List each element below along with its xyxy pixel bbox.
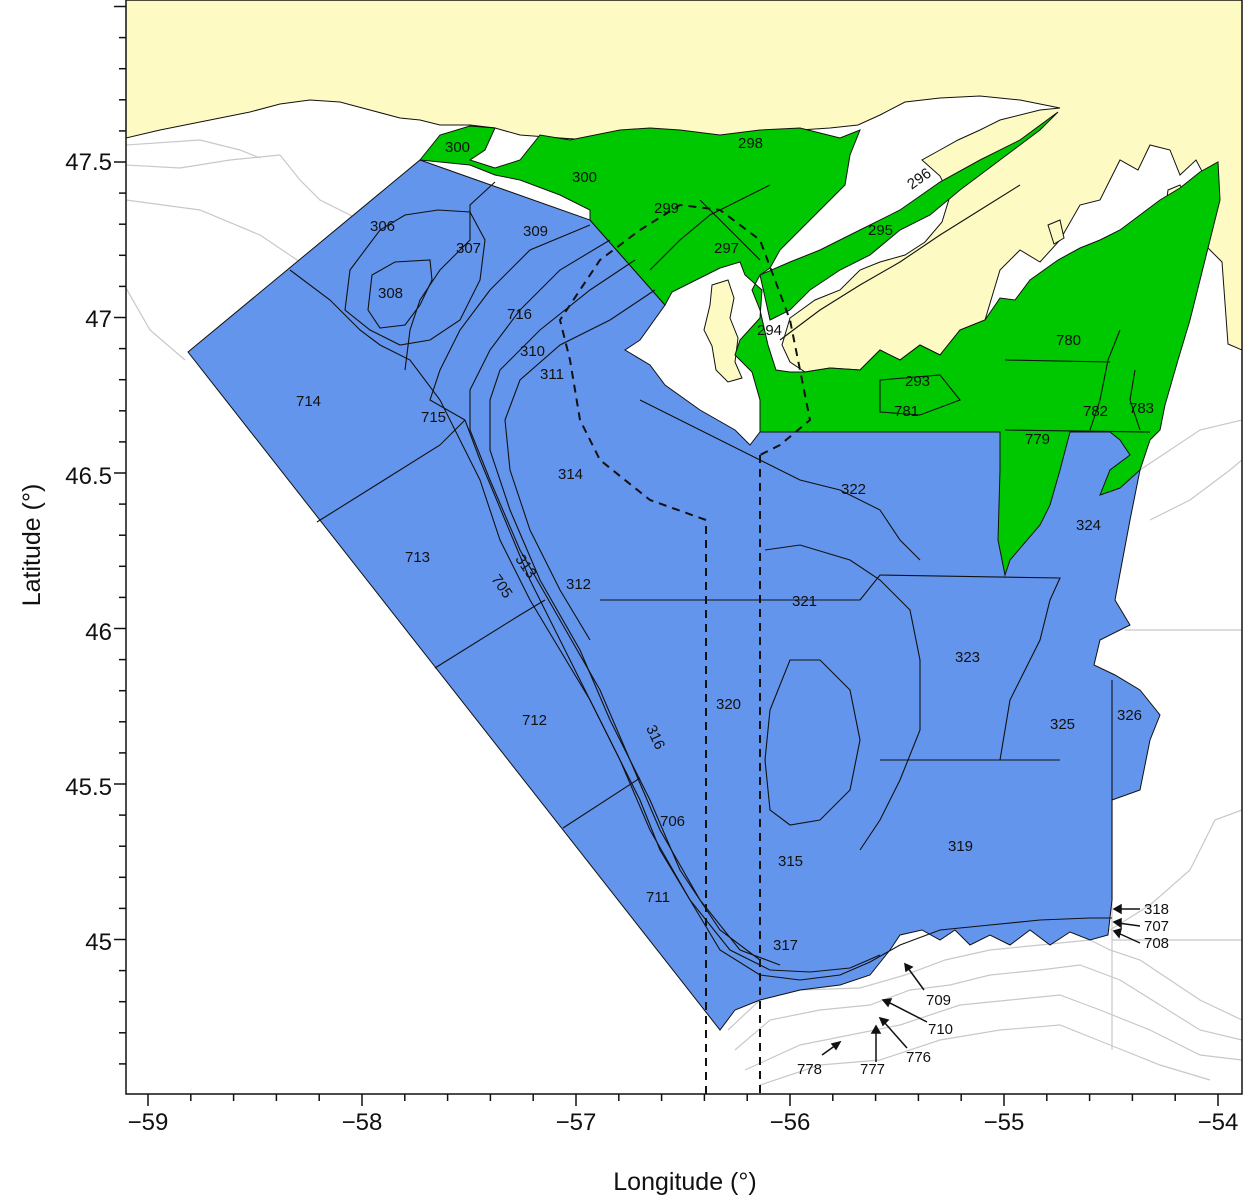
label-780: 780 (1056, 332, 1081, 349)
label-312: 312 (566, 576, 591, 593)
y-axis-ticks (114, 5, 126, 1065)
callout-708: 708 (1144, 935, 1169, 952)
label-308: 308 (378, 285, 403, 302)
y-tick-label: 46.5 (65, 463, 112, 490)
label-299: 299 (654, 200, 679, 217)
y-tick-labels: 47.5 47 46.5 46 45.5 45 (65, 149, 112, 956)
label-307: 307 (456, 240, 481, 257)
label-298: 298 (738, 135, 763, 152)
label-295: 295 (868, 222, 893, 239)
callout-777: 777 (860, 1061, 885, 1078)
label-294: 294 (757, 322, 782, 339)
stratum-boundaries (289, 181, 1151, 981)
label-310: 310 (520, 343, 545, 360)
y-tick-label: 47.5 (65, 149, 112, 176)
label-326: 326 (1117, 707, 1142, 724)
label-314: 314 (558, 466, 583, 483)
plot-frame (125, 0, 1243, 1095)
x-axis-title: Longitude (°) (613, 1168, 756, 1196)
callout-709: 709 (926, 992, 951, 1009)
callout-778: 778 (797, 1061, 822, 1078)
inshore-arm-northeast (759, 111, 1059, 321)
x-tick-label: −58 (342, 1109, 383, 1136)
label-297: 297 (714, 240, 739, 257)
y-tick-label: 45 (85, 929, 112, 956)
label-783: 783 (1129, 400, 1154, 417)
dashed-boundaries (558, 203, 812, 1094)
x-axis-ticks (147, 1094, 1219, 1106)
y-tick-label: 47 (85, 306, 112, 333)
label-321: 321 (792, 593, 817, 610)
label-715: 715 (421, 409, 446, 426)
label-324: 324 (1076, 517, 1101, 534)
land-newfoundland (126, 0, 1242, 373)
label-782: 782 (1083, 403, 1108, 420)
label-309: 309 (523, 223, 548, 240)
x-tick-label: −55 (984, 1109, 1025, 1136)
label-781: 781 (894, 403, 919, 420)
label-306: 306 (370, 218, 395, 235)
label-714: 714 (296, 393, 321, 410)
callouts (821, 903, 1141, 1062)
y-tick-label: 45.5 (65, 774, 112, 801)
x-tick-label: −59 (128, 1109, 169, 1136)
label-315: 315 (778, 853, 803, 870)
callout-318: 318 (1144, 901, 1169, 918)
label-713: 713 (405, 549, 430, 566)
label-706: 706 (660, 813, 685, 830)
label-320: 320 (716, 696, 741, 713)
callout-labels: 318 707 708 709 710 776 777 778 (797, 901, 1169, 1078)
label-711: 711 (646, 889, 670, 906)
x-tick-labels: −59 −58 −57 −56 −55 −54 (128, 1109, 1239, 1136)
callout-707: 707 (1144, 918, 1169, 935)
inshore-strata-area (419, 125, 1221, 577)
label-712: 712 (522, 712, 547, 729)
y-axis-title: Latitude (°) (18, 484, 46, 607)
island-miquelon (703, 279, 743, 383)
x-tick-label: −54 (1198, 1109, 1239, 1136)
label-311: 311 (540, 366, 564, 383)
island-bay-2 (1047, 219, 1065, 245)
y-tick-label: 46 (85, 619, 112, 646)
label-716: 716 (507, 306, 532, 323)
bathymetry-contours (126, 139, 1242, 1086)
label-779: 779 (1025, 431, 1050, 448)
x-tick-label: −56 (770, 1109, 811, 1136)
label-300a: 300 (445, 139, 470, 156)
label-322: 322 (841, 481, 866, 498)
offshore-strata-area (187, 159, 1161, 1031)
label-325: 325 (1050, 716, 1075, 733)
label-323: 323 (955, 649, 980, 666)
label-319: 319 (948, 838, 973, 855)
label-300b: 300 (572, 169, 597, 186)
label-293: 293 (905, 373, 930, 390)
label-317: 317 (773, 937, 798, 954)
x-tick-label: −57 (556, 1109, 597, 1136)
callout-776: 776 (906, 1049, 931, 1066)
callout-710: 710 (928, 1021, 953, 1038)
